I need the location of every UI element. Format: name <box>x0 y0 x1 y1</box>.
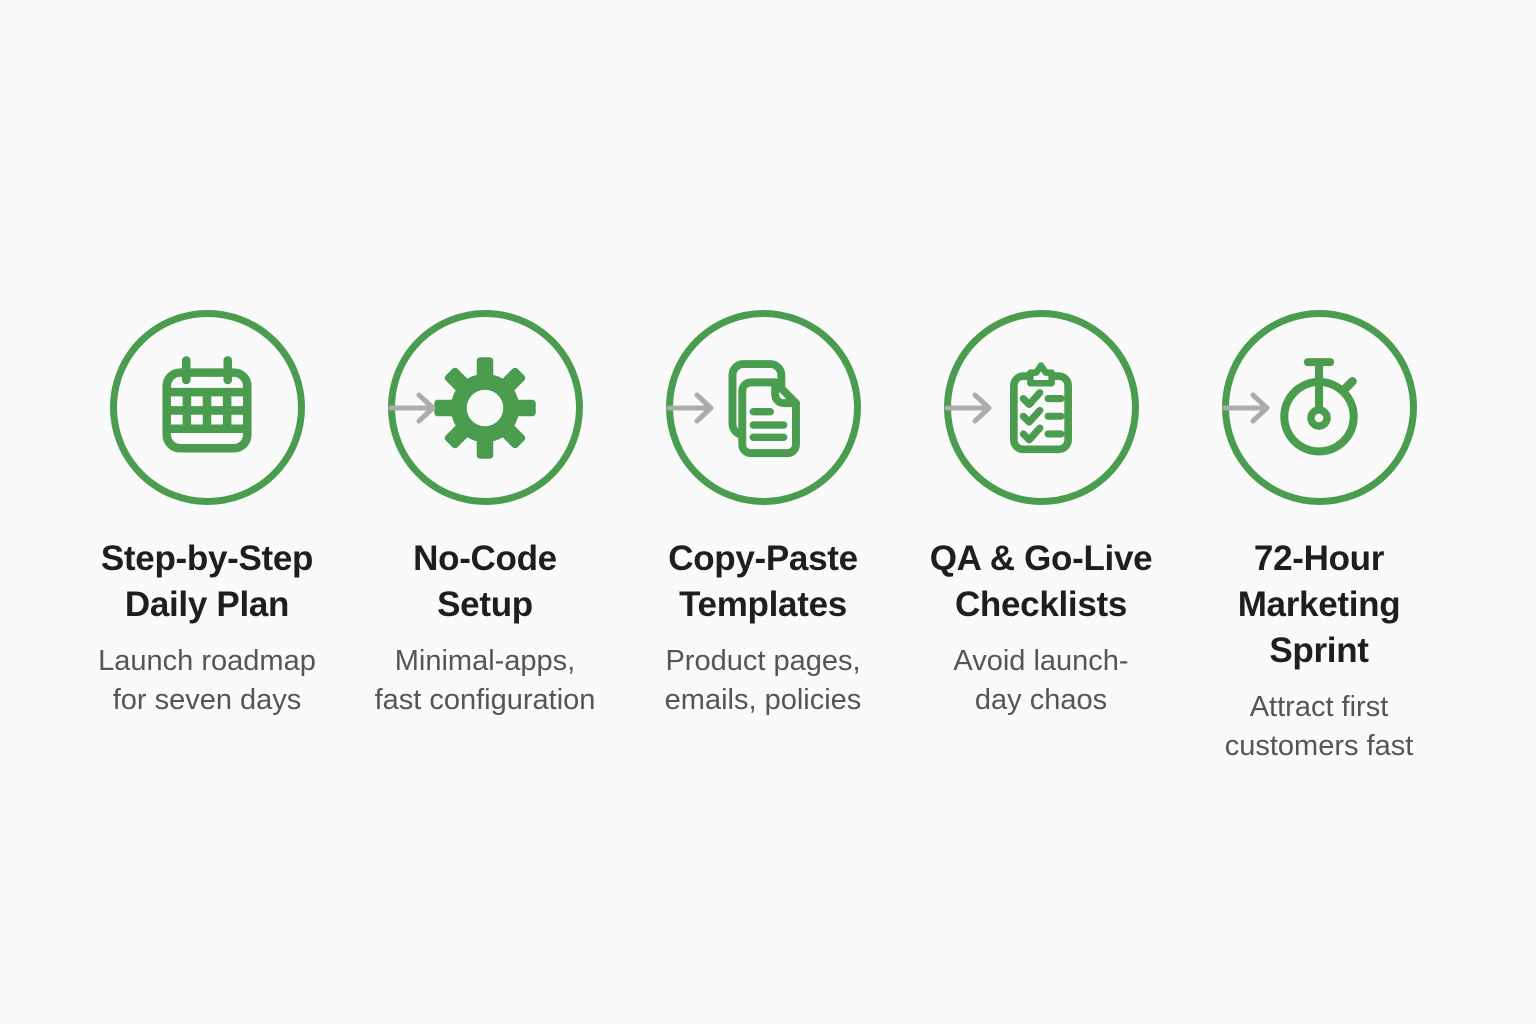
step-templates: Copy-Paste Templates Product pages, emai… <box>624 310 902 720</box>
step-no-code-setup: No-Code Setup Minimal-apps, fast configu… <box>346 310 624 720</box>
step-marketing-sprint: 72-Hour Marketing Sprint Attract first c… <box>1180 310 1458 766</box>
step-circle <box>109 310 305 505</box>
clipboard-checklist-icon <box>982 349 1100 467</box>
calendar-icon <box>146 347 268 469</box>
arrow-right-icon <box>666 390 718 426</box>
step-subtitle: Avoid launch- day chaos <box>953 645 1129 716</box>
step-checklists: QA & Go-Live Checklists Avoid launch- da… <box>902 310 1180 720</box>
stopwatch-icon <box>1257 346 1381 470</box>
step-daily-plan: Step-by-Step Daily Plan Launch roadmap f… <box>68 310 346 720</box>
step-subtitle: Launch roadmap for seven days <box>98 645 316 716</box>
arrow-right-icon <box>1222 390 1274 426</box>
step-title: QA & Go-Live Checklists <box>929 539 1153 624</box>
step-title: Copy-Paste Templates <box>668 539 858 624</box>
step-title: No-Code Setup <box>413 539 557 624</box>
flow-row: Step-by-Step Daily Plan Launch roadmap f… <box>68 310 1458 766</box>
step-subtitle: Product pages, emails, policies <box>664 645 862 716</box>
gear-icon <box>426 349 544 467</box>
arrow-right-icon <box>944 390 996 426</box>
step-title: Step-by-Step Daily Plan <box>100 539 314 624</box>
step-title: 72-Hour Marketing Sprint <box>1237 539 1401 670</box>
step-subtitle: Minimal-apps, fast configuration <box>374 645 596 716</box>
step-subtitle: Attract first customers fast <box>1224 691 1414 762</box>
documents-icon <box>702 347 824 469</box>
arrow-right-icon <box>388 390 440 426</box>
